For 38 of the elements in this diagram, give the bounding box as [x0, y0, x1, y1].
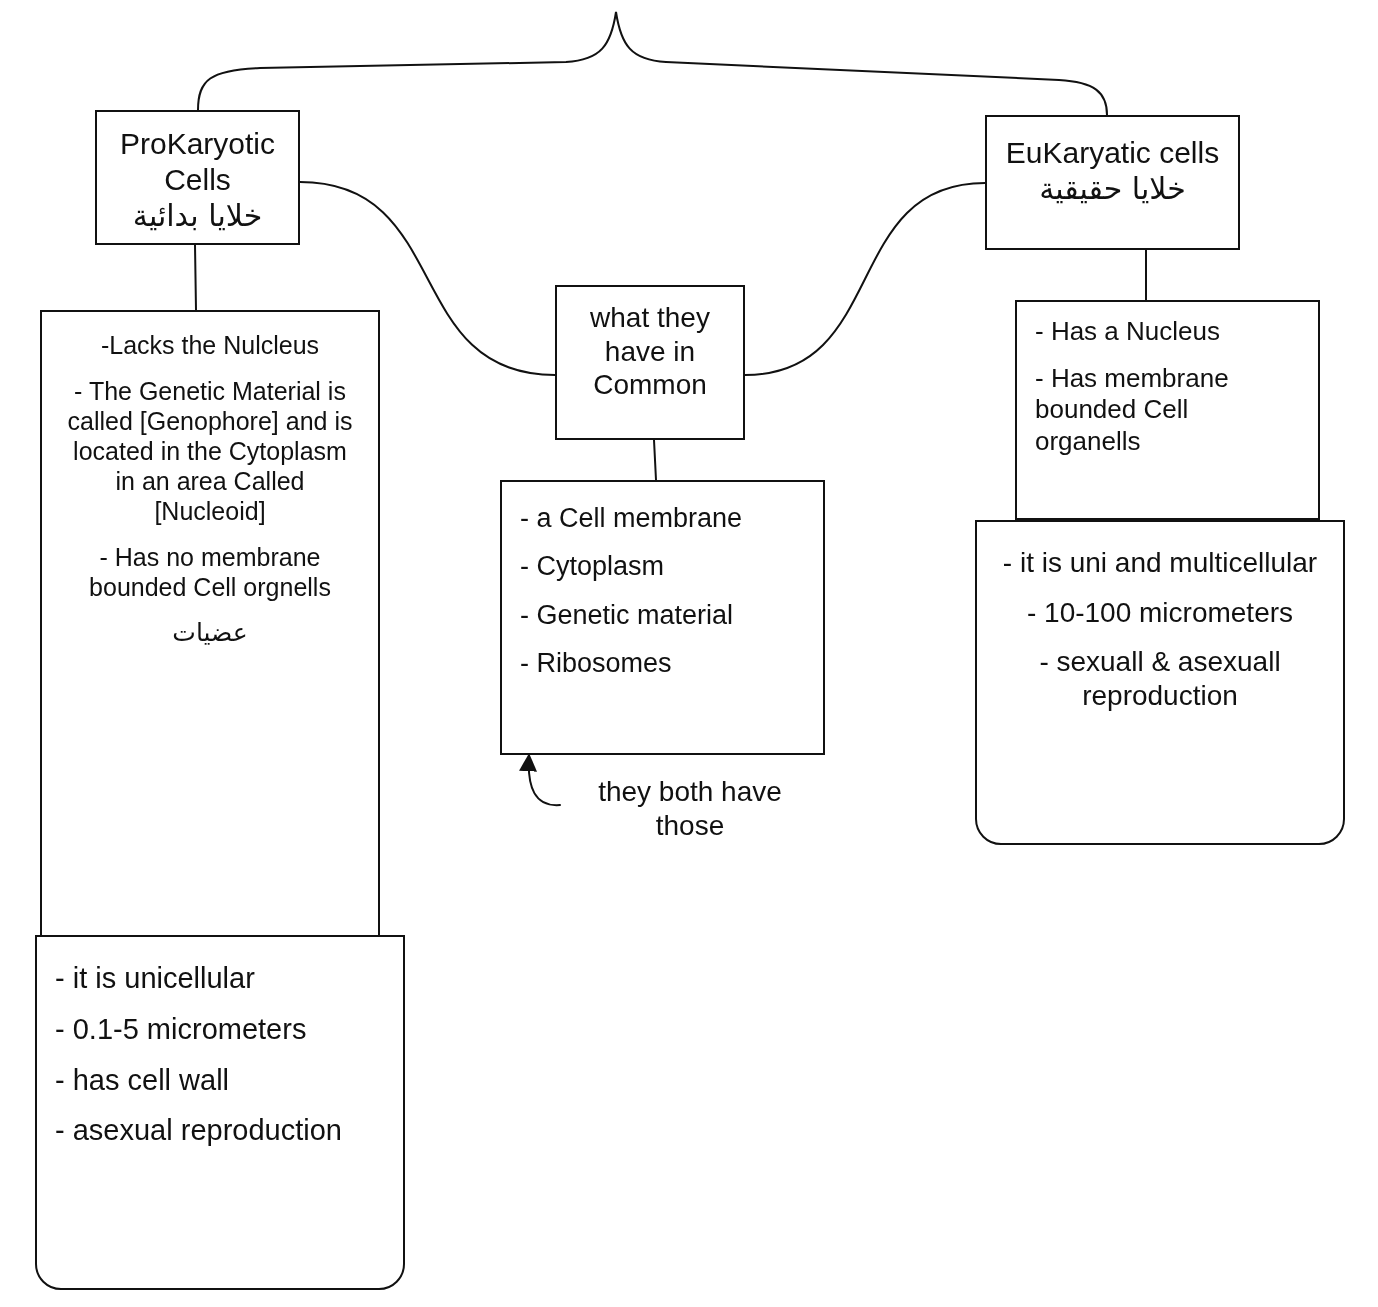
list-item: - has cell wall [55, 1062, 231, 1098]
list-box [975, 520, 1345, 845]
list-item: - Cytoplasm [520, 550, 666, 583]
list-item: - Has membrane bounded Cell organells [1035, 363, 1230, 457]
list-item: - Has a Nucleus [1035, 316, 1221, 348]
list-item: - 0.1-5 micrometers [55, 1011, 308, 1047]
list-item: - Ribosomes [520, 647, 673, 680]
list-box [40, 310, 380, 938]
list-box [1015, 300, 1320, 520]
list-item: - 10-100 micrometers [1025, 595, 1295, 630]
heading-text: what they have in Common [589, 301, 711, 402]
list-item: - a Cell membrane [520, 502, 744, 535]
heading-box [95, 110, 300, 245]
note-text: they both have those [560, 775, 820, 850]
connector-line [1145, 249, 1147, 301]
list-item: - The Genetic Material is called [Genophore] and is located in the Cytoplasm in an area Called [Nucleoid] [66, 376, 354, 526]
heading-box [985, 115, 1240, 250]
heading-text: EuKaryatic cells [1005, 135, 1220, 171]
list-item: - it is uni and multicellular [1001, 546, 1319, 580]
arrow [519, 753, 561, 807]
list-box [500, 480, 825, 755]
connector-line [299, 181, 556, 376]
brace [197, 11, 1108, 116]
list-item: - it is unicellular [55, 961, 256, 996]
connector-line [653, 439, 657, 481]
heading-text: خلايا بدائية [131, 198, 264, 234]
connector-line [194, 244, 197, 311]
heading-text: خلايا حقيقية [1038, 171, 1187, 207]
list-item: - Genetic material [520, 598, 735, 632]
list-item: - asexual reproduction [55, 1113, 343, 1149]
list-item: عضيات [171, 618, 249, 648]
heading-box [555, 285, 745, 440]
list-box [35, 935, 405, 1290]
list-item: - sexuall & asexuall reproduction [1038, 645, 1282, 713]
list-item: -Lacks the Nulcleus [99, 330, 321, 360]
list-item: - Has no membrane bounded Cell orgnells [88, 542, 332, 602]
connector-line [744, 182, 986, 376]
heading-text: ProKaryotic Cells [118, 126, 277, 198]
